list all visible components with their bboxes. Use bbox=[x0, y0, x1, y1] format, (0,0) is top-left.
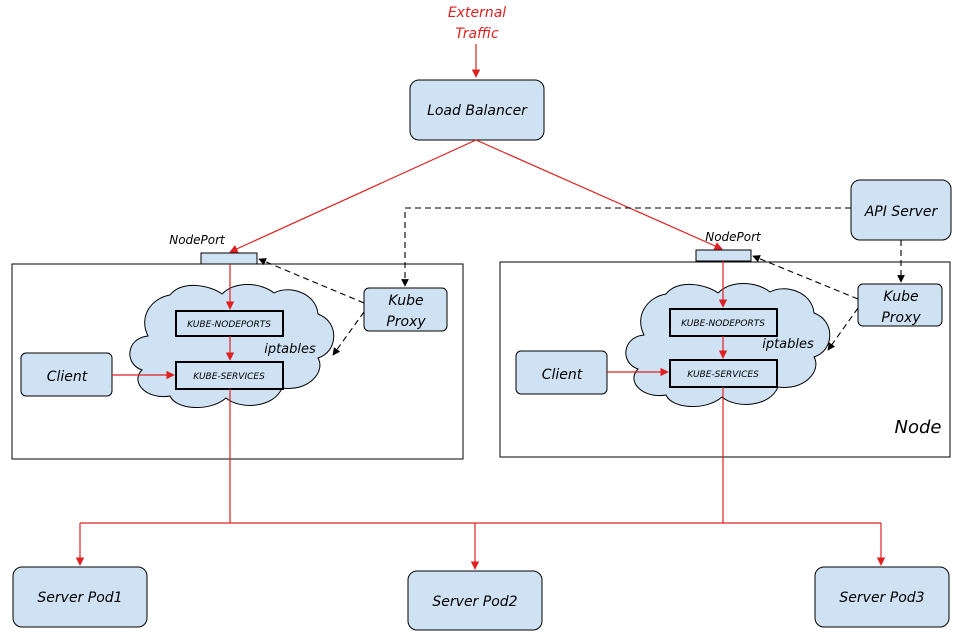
node-2-kube-services-box[interactable] bbox=[669, 359, 778, 388]
server-pod-1-label: Server Pod1 bbox=[37, 590, 122, 606]
node-2-kube-proxy-label-line2: Proxy bbox=[881, 310, 921, 326]
node-2-frame bbox=[499, 261, 951, 458]
node-1-kube-proxy-label-line2: Proxy bbox=[386, 314, 426, 330]
node-1-kube-services-label: KUBE-SERVICES bbox=[193, 372, 265, 382]
node-1-kube-services-box[interactable] bbox=[175, 361, 284, 390]
node-2-kube-proxy-to-iptables-arrow bbox=[827, 307, 859, 351]
server-pod-2-box[interactable] bbox=[407, 570, 543, 631]
lb-to-node-2-nodeport-arrow bbox=[475, 139, 723, 250]
node-1-kube-proxy-box[interactable] bbox=[363, 287, 448, 332]
node-1-kube-proxy-to-iptables-arrow bbox=[332, 311, 365, 356]
server-pod-3-box[interactable] bbox=[814, 566, 950, 628]
node-2-nodeport-box[interactable] bbox=[695, 249, 752, 262]
node-2-kube-proxy-box[interactable] bbox=[857, 283, 943, 327]
load-balancer-label: Load Balancer bbox=[427, 103, 528, 119]
node-1-kube-proxy-label-line1: Kube bbox=[388, 293, 423, 309]
server-pod-2-label: Server Pod2 bbox=[432, 594, 517, 610]
node-1-nodeport-label: NodePort bbox=[169, 233, 226, 247]
node-2-client-label: Client bbox=[542, 367, 583, 383]
node-2-kube-proxy-to-nodeport-arrow bbox=[752, 255, 859, 300]
lb-to-node-1-nodeport-arrow bbox=[229, 139, 477, 253]
node-1-kube-nodeports-label: KUBE-NODEPORTS bbox=[187, 320, 271, 330]
node-2-kube-proxy-label-line1: Kube bbox=[883, 289, 918, 305]
node-1-nodeport-box[interactable] bbox=[200, 252, 258, 265]
node-1-client-label: Client bbox=[47, 369, 88, 385]
node-2-nodeport-label: NodePort bbox=[705, 230, 762, 244]
api-server-to-node-1-kube-proxy-arrow bbox=[401, 207, 851, 287]
node-1-iptables-label: iptables bbox=[264, 342, 316, 357]
node-2-kube-nodeports-label: KUBE-NODEPORTS bbox=[681, 319, 765, 329]
api-server-label: API Server bbox=[864, 204, 939, 220]
node-1-kube-proxy-to-nodeport-arrow bbox=[258, 258, 365, 304]
node-2-kube-nodeports-box[interactable] bbox=[669, 308, 778, 337]
external-traffic-label-line1: External bbox=[448, 5, 506, 21]
node-2-iptables-label: iptables bbox=[762, 337, 814, 352]
server-pod-3-label: Server Pod3 bbox=[839, 590, 924, 606]
node-2-kube-services-label: KUBE-SERVICES bbox=[687, 370, 759, 380]
server-pod-1-box[interactable] bbox=[12, 566, 148, 628]
external-traffic-label-line2: Traffic bbox=[455, 26, 499, 42]
node-label: Node bbox=[895, 417, 942, 438]
